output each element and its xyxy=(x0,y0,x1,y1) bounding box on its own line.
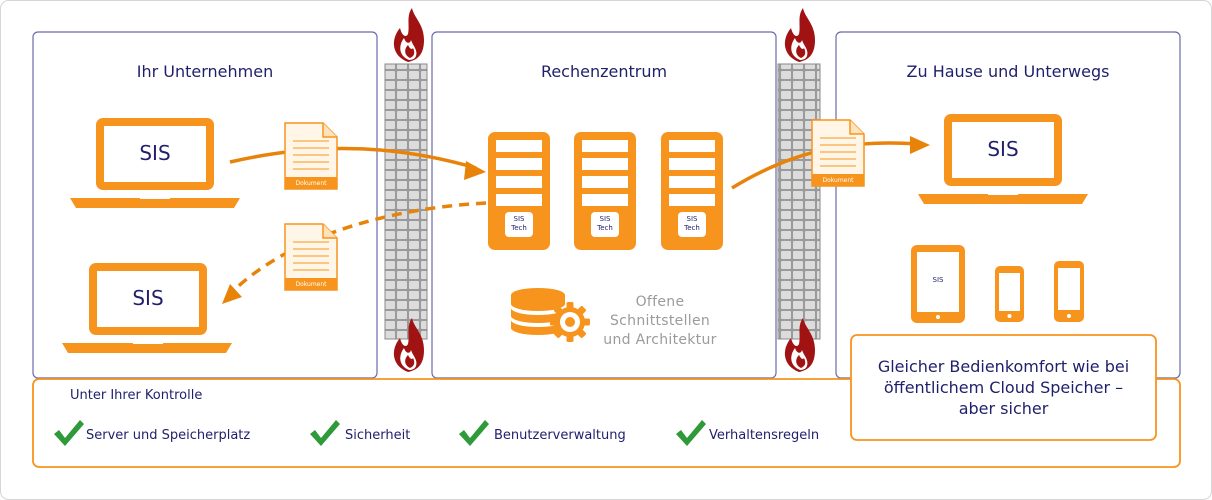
control-item: Server und Speicherplatz xyxy=(86,428,251,443)
control-item: Benutzerverwaltung xyxy=(494,428,626,443)
arrowhead-icon xyxy=(222,284,242,304)
laptop-screen-label: SIS xyxy=(987,137,1019,161)
panel-title-remote: Zu Hause und Unterwegs xyxy=(906,62,1110,81)
cloud-note-box xyxy=(850,334,1157,441)
tablet-icon xyxy=(911,245,965,323)
control-item: Sicherheit xyxy=(345,428,411,443)
firewall-right xyxy=(777,63,821,340)
laptop-screen-label: SIS xyxy=(132,286,164,310)
arrowhead-icon xyxy=(910,136,930,154)
laptop-icon xyxy=(70,118,240,208)
gear-icon xyxy=(550,302,590,342)
control-title: Unter Ihrer Kontrolle xyxy=(70,388,203,403)
document-label: Dokument xyxy=(295,180,327,187)
laptop-icon xyxy=(62,263,232,353)
upload-arrow xyxy=(229,146,477,170)
tablet-screen-label: SIS xyxy=(932,276,944,284)
panel-remote xyxy=(835,31,1181,379)
arrowhead-icon xyxy=(464,161,486,180)
panel-title-datacenter: Rechenzentrum xyxy=(540,62,668,81)
document-label: Dokument xyxy=(822,177,854,184)
phone-icon xyxy=(1054,261,1084,322)
download-arrow xyxy=(230,201,487,294)
control-item: Verhaltensregeln xyxy=(709,428,820,443)
laptop-screen-label: SIS xyxy=(139,141,171,165)
laptop-icon xyxy=(918,114,1088,204)
firewall-left xyxy=(384,63,428,340)
document-label: Dokument xyxy=(295,281,327,288)
panel-title-company: Ihr Unternehmen xyxy=(136,62,274,81)
phone-icon xyxy=(995,266,1024,322)
